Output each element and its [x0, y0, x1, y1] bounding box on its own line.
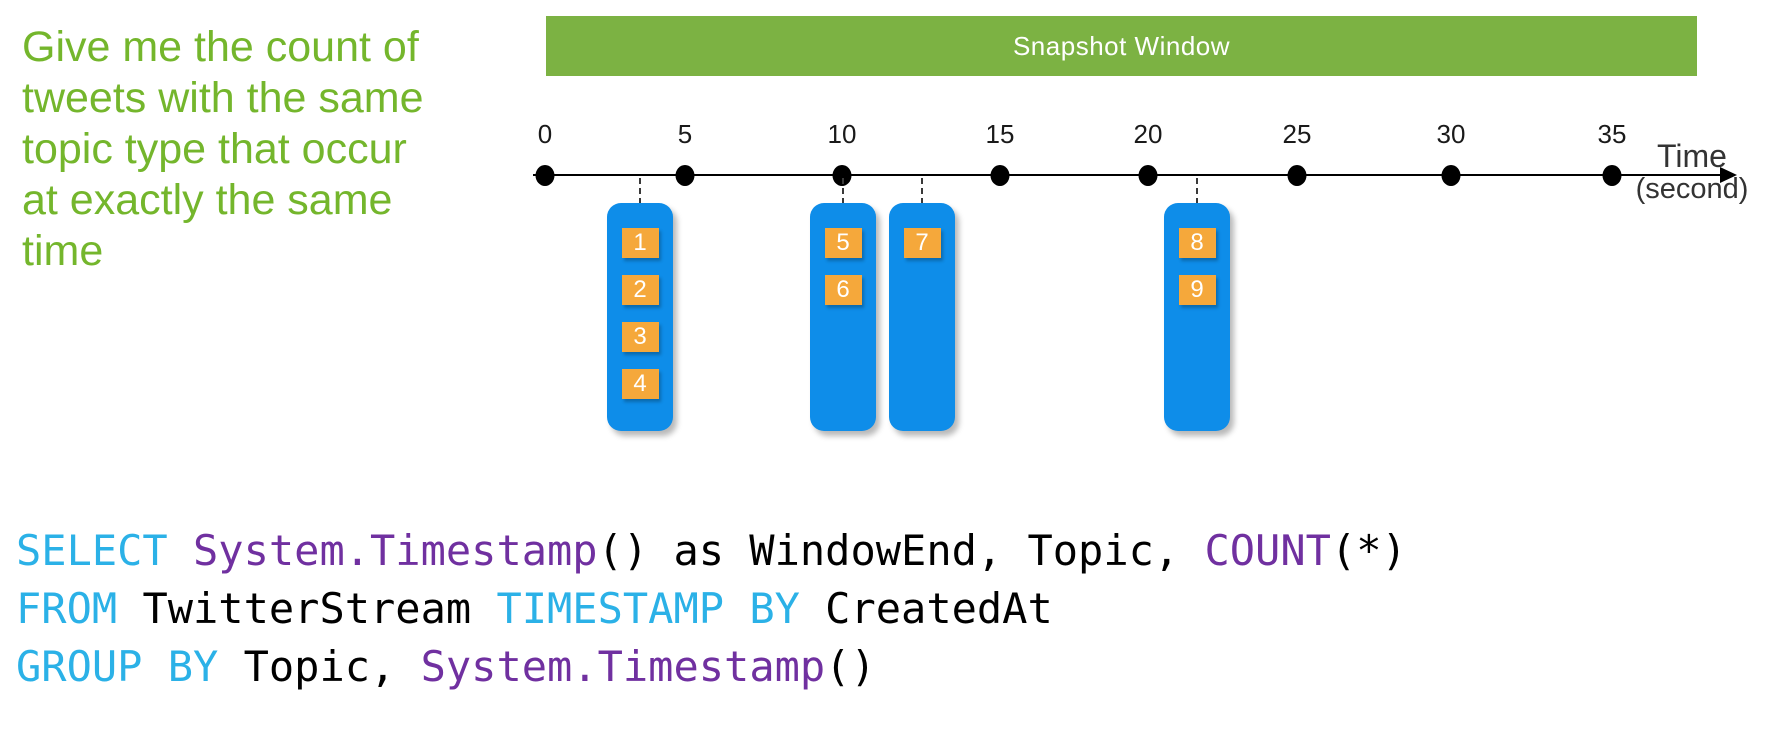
event-group-connector — [1196, 178, 1198, 204]
snapshot-window-banner: Snapshot Window — [546, 16, 1697, 76]
event-group-connector — [842, 178, 844, 204]
event-group-events-at-3s: 1 2 3 4 — [607, 203, 673, 431]
timeline-tick-dot — [1602, 165, 1622, 186]
timeline-tick-label: 20 — [1133, 119, 1163, 149]
sql-token-function: System.Timestamp — [420, 642, 826, 691]
sql-token-plain: TwitterStream — [117, 584, 497, 633]
timeline-tick-dot — [675, 165, 695, 186]
event-box: 5 — [824, 228, 862, 258]
event-box: 9 — [1178, 275, 1216, 305]
event-box: 1 — [621, 228, 659, 258]
sql-token-function: System.Timestamp — [193, 526, 598, 575]
sql-token-plain: Topic, — [218, 642, 421, 691]
event-box: 2 — [621, 275, 659, 305]
event-box: 7 — [903, 228, 941, 258]
sql-token-keyword: FROM — [16, 584, 118, 633]
timeline-tick-dot — [990, 165, 1010, 186]
snapshot-window-label: Snapshot Window — [1012, 30, 1231, 61]
event-box: 6 — [824, 275, 862, 305]
sql-token-plain: () — [825, 642, 876, 691]
timeline-tick-label: 25 — [1282, 119, 1312, 149]
time-axis-label: Time (second) — [1622, 139, 1762, 205]
timeline-tick-label: 30 — [1436, 119, 1466, 149]
timeline-tick-label: 35 — [1597, 119, 1627, 149]
sql-token-plain: CreatedAt — [799, 584, 1053, 633]
timeline-tick-dot — [1287, 165, 1307, 186]
timeline-tick-dot — [1138, 165, 1158, 186]
sql-query-code: SELECT System.Timestamp() as WindowEnd, … — [16, 522, 1407, 696]
query-description-line: at exactly the same — [22, 176, 393, 224]
sql-token-function: COUNT — [1204, 526, 1331, 575]
event-box: 3 — [621, 322, 659, 352]
event-group-connector — [639, 178, 641, 204]
sql-token-plain — [168, 526, 193, 575]
arrowhead-icon — [1720, 167, 1737, 183]
time-axis-label-seconds: (second) — [1635, 173, 1749, 205]
timeline-tick-dot — [535, 165, 555, 186]
query-description-line: topic type that occur — [22, 125, 407, 173]
timeline-axis — [533, 174, 1724, 176]
event-group-connector — [921, 178, 923, 204]
timeline-tick-label: 10 — [827, 119, 857, 149]
event-box: 8 — [1178, 228, 1216, 258]
timeline-tick-label: 5 — [677, 119, 693, 149]
sql-token-plain: () as WindowEnd, Topic, — [597, 526, 1205, 575]
query-description-line: time — [22, 227, 104, 275]
sql-code-line: GROUP BY Topic, System.Timestamp() — [16, 638, 1407, 696]
sql-code-line: FROM TwitterStream TIMESTAMP BY CreatedA… — [16, 580, 1407, 638]
sql-code-line: SELECT System.Timestamp() as WindowEnd, … — [16, 522, 1407, 580]
sql-token-keyword: SELECT — [16, 526, 168, 575]
event-box: 4 — [621, 369, 659, 399]
timeline-tick-dot — [832, 165, 852, 186]
sql-token-plain: (*) — [1330, 526, 1407, 575]
query-description-line: Give me the count of — [22, 23, 419, 71]
sql-token-keyword: GROUP BY — [16, 642, 219, 691]
query-description-line: tweets with the same — [22, 74, 424, 122]
timeline-tick-dot — [1441, 165, 1461, 186]
timeline-tick-label: 15 — [985, 119, 1015, 149]
time-axis-label-unit: Time — [1657, 138, 1727, 174]
sql-token-keyword: TIMESTAMP BY — [496, 584, 800, 633]
timeline-tick-label: 0 — [537, 119, 553, 149]
event-group-events-at-13s: 7 — [889, 203, 955, 431]
